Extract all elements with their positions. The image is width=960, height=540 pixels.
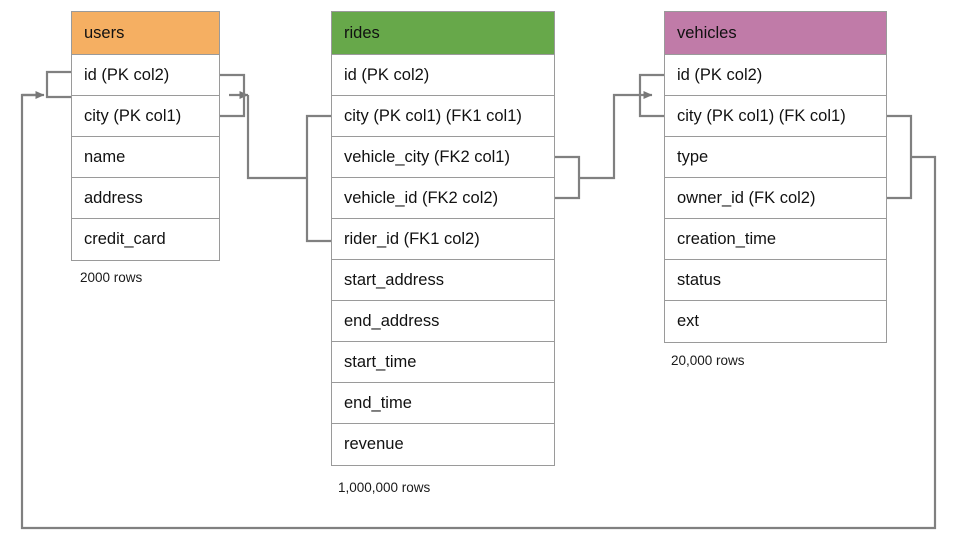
table-rides-column-start-address[interactable]: start_address [332,260,554,301]
table-users-column-address[interactable]: address [72,178,219,219]
table-rides-column-end-time[interactable]: end_time [332,383,554,424]
table-rides-column-revenue[interactable]: revenue [332,424,554,465]
table-rides[interactable]: rides id (PK col2) city (PK col1) (FK1 c… [331,11,555,466]
table-vehicles-column-city[interactable]: city (PK col1) (FK col1) [665,96,886,137]
table-rides-row-count: 1,000,000 rows [338,480,431,495]
table-users-column-id[interactable]: id (PK col2) [72,55,219,96]
edge-users-inbound-bracket [220,73,246,118]
table-vehicles-column-type[interactable]: type [665,137,886,178]
edge-users-left-bracket [22,70,71,99]
table-vehicles-column-owner-id[interactable]: owner_id (FK col2) [665,178,886,219]
table-vehicles-header: vehicles [665,12,886,55]
table-users-column-name[interactable]: name [72,137,219,178]
table-vehicles-column-id[interactable]: id (PK col2) [665,55,886,96]
edge-vehicles-inbound-bracket [638,73,664,118]
table-users-header: users [72,12,219,55]
table-rides-column-end-address[interactable]: end_address [332,301,554,342]
table-users-row-count: 2000 rows [80,270,143,285]
table-vehicles-row-count: 20,000 rows [671,353,745,368]
table-vehicles-column-status[interactable]: status [665,260,886,301]
table-users[interactable]: users id (PK col2) city (PK col1) name a… [71,11,220,261]
table-users-column-city[interactable]: city (PK col1) [72,96,219,137]
table-rides-column-vehicle-id[interactable]: vehicle_id (FK2 col2) [332,178,554,219]
edge-rides-to-users [229,91,331,243]
table-users-column-credit-card[interactable]: credit_card [72,219,219,260]
table-vehicles-column-ext[interactable]: ext [665,301,886,342]
table-rides-column-start-time[interactable]: start_time [332,342,554,383]
table-rides-header: rides [332,12,554,55]
table-vehicles-column-creation-time[interactable]: creation_time [665,219,886,260]
table-vehicles[interactable]: vehicles id (PK col2) city (PK col1) (FK… [664,11,887,343]
table-rides-column-rider-id[interactable]: rider_id (FK1 col2) [332,219,554,260]
table-rides-column-city[interactable]: city (PK col1) (FK1 col1) [332,96,554,137]
table-rides-column-id[interactable]: id (PK col2) [332,55,554,96]
edge-rides-to-vehicles [555,91,653,200]
table-rides-column-vehicle-city[interactable]: vehicle_city (FK2 col1) [332,137,554,178]
